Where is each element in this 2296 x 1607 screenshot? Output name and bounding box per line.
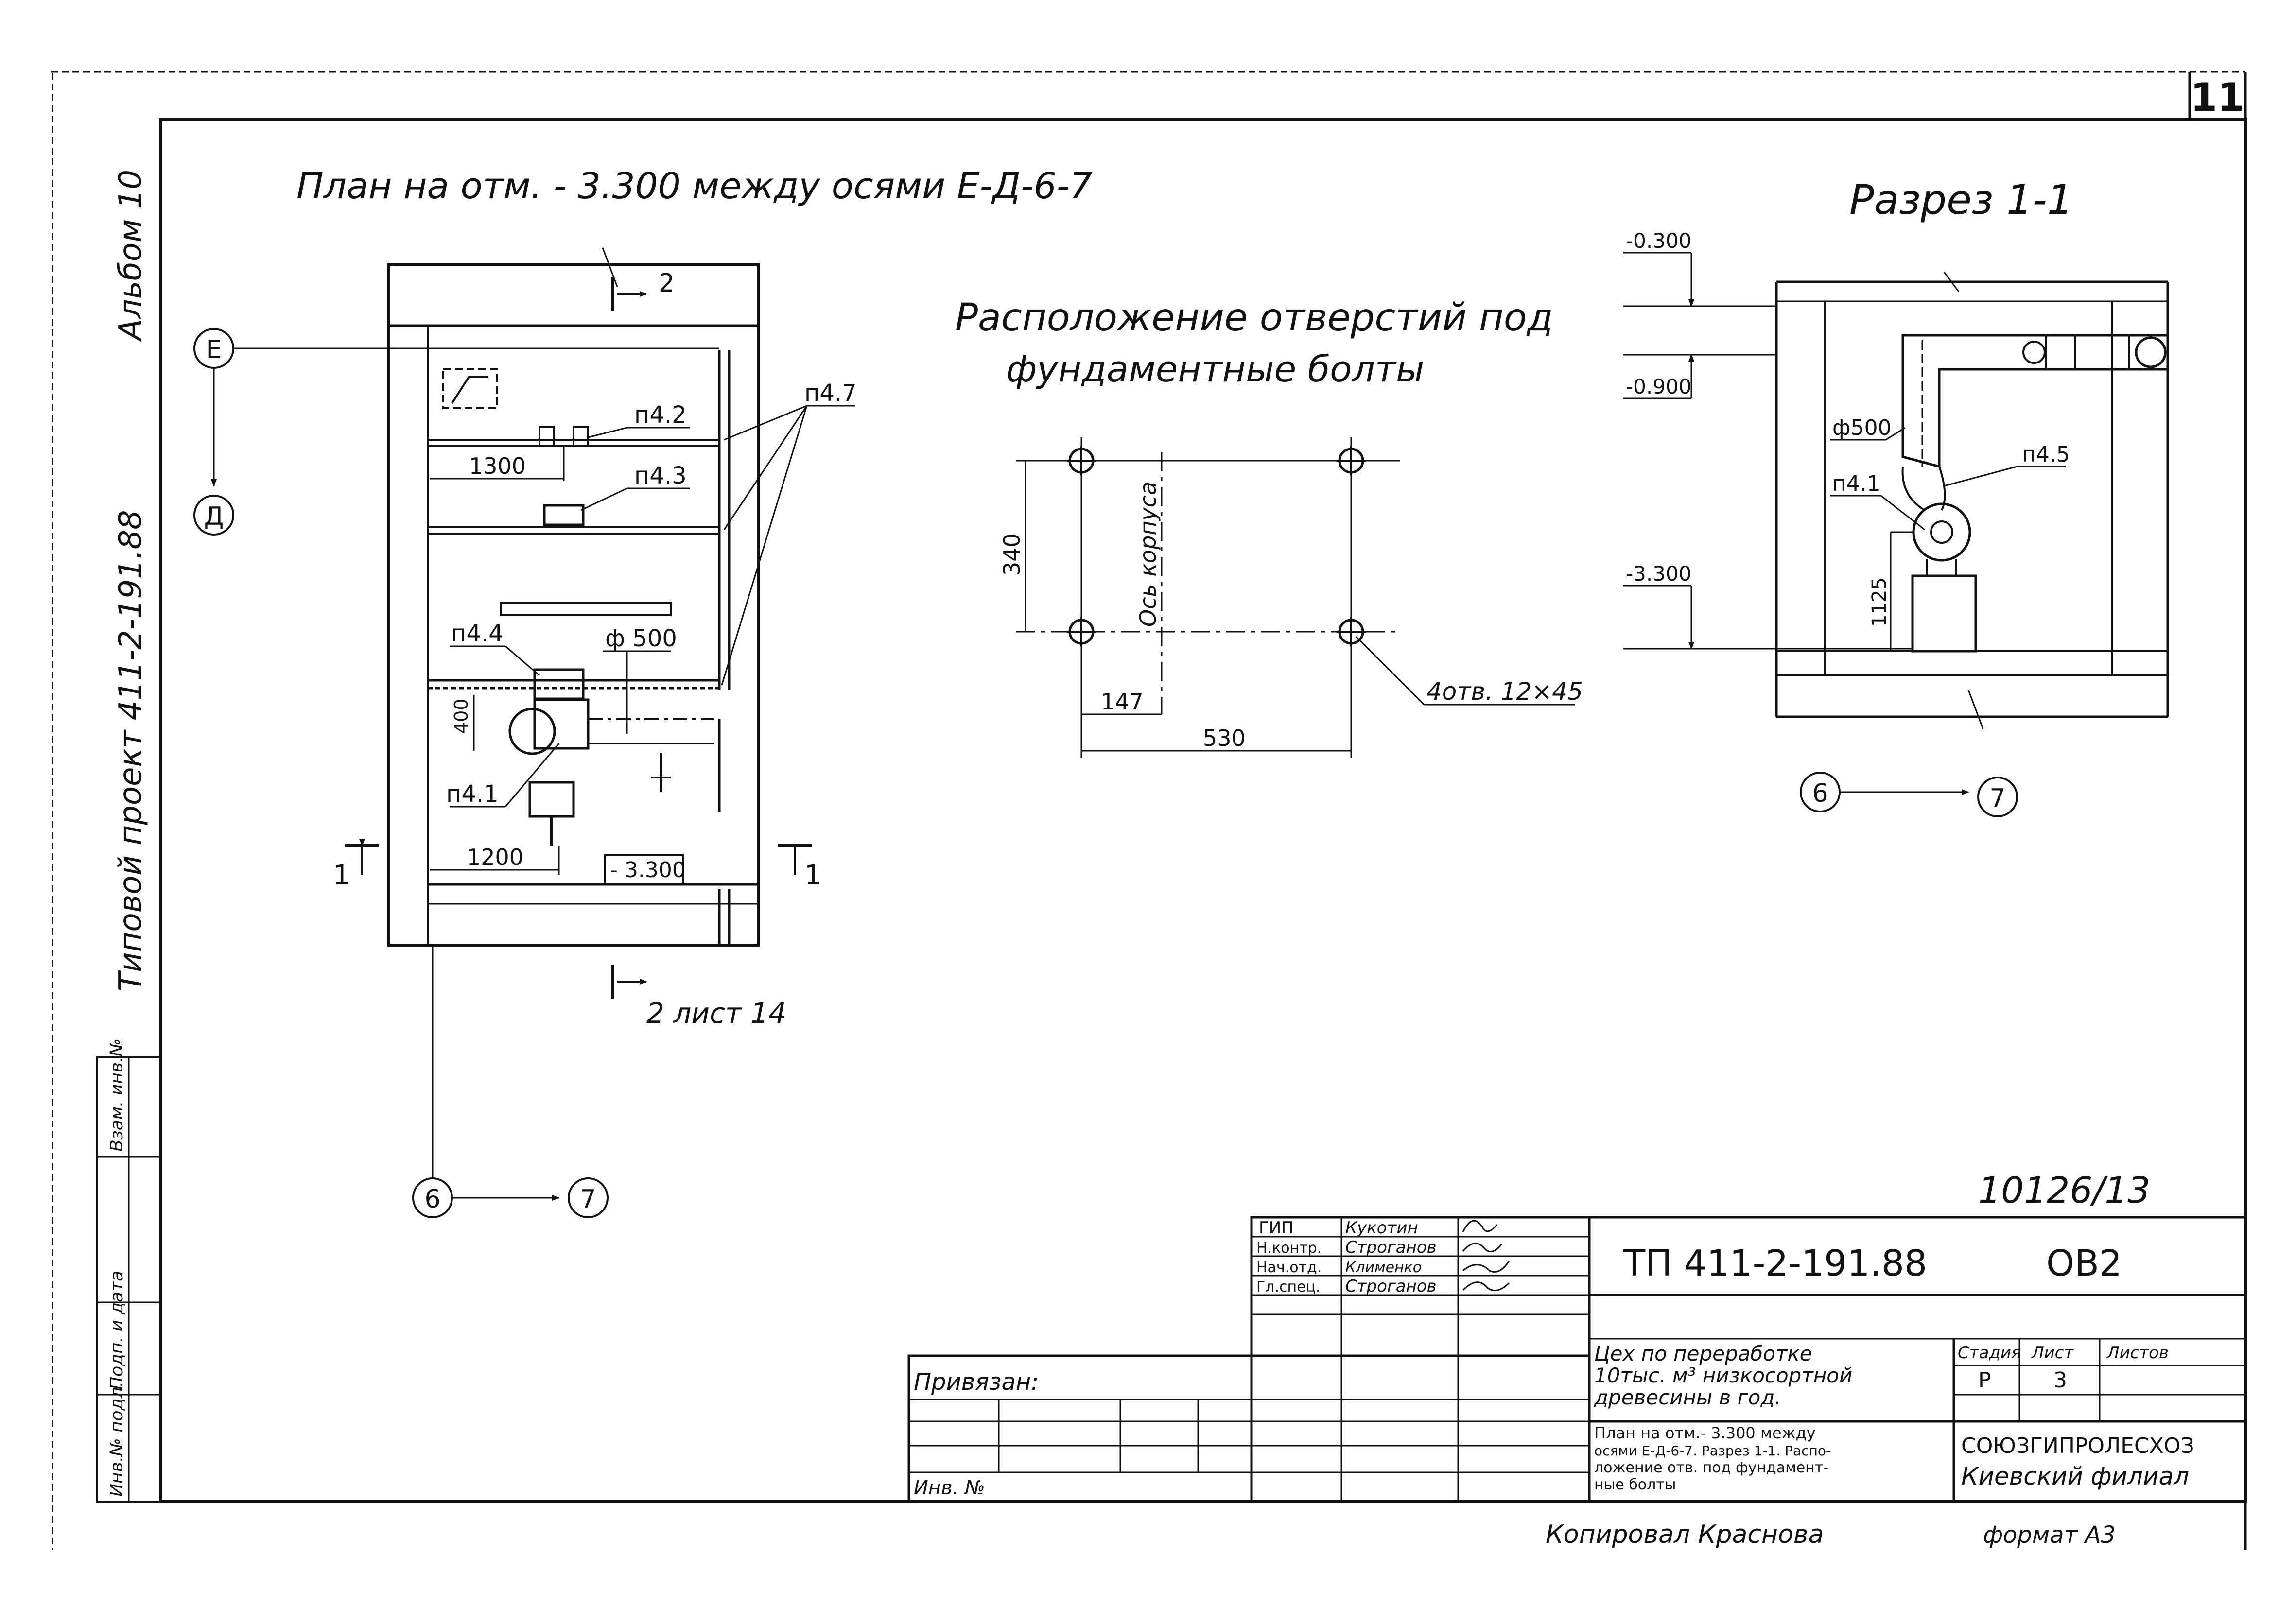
tb-org-2: Киевский филиал — [1961, 1462, 2189, 1490]
tb-sheet-no: 3 — [2053, 1368, 2067, 1393]
title-block — [907, 1216, 2247, 1503]
tb-bound-label: Привязан: — [914, 1368, 1039, 1396]
section-level-1: -0.300 — [1626, 229, 1691, 253]
label-p47: п4.7 — [804, 380, 857, 407]
section-2-bottom-label: 2 лист 14 — [646, 997, 786, 1030]
tb-sheet-title-3: ложение отв. под фундамент- — [1594, 1459, 1828, 1476]
tb-sheets-header: Листов — [2106, 1343, 2169, 1363]
holes-title-line1: Расположение отверстий под — [955, 296, 1553, 340]
tb-code: ТП 411-2-191.88 — [1623, 1243, 1927, 1284]
tb-sheet-header: Лист — [2031, 1343, 2074, 1363]
tb-name-2: Строганов — [1345, 1238, 1437, 1257]
tb-role-2: Н.контр. — [1256, 1240, 1322, 1257]
holes-dim-340: 340 — [999, 533, 1025, 576]
level-3300: - 3.300 — [610, 858, 686, 882]
side-album-label: Альбом 10 — [113, 170, 149, 342]
section-duct — [1901, 334, 2168, 653]
section-dim-1125: 1125 — [1868, 577, 1891, 627]
axis-e-marker — [193, 328, 719, 536]
label-p44: п4.4 — [451, 620, 504, 647]
holes-dim-147: 147 — [1101, 689, 1144, 715]
copied-by: Копировал Краснова — [1546, 1520, 1824, 1549]
holes-note-leader — [1355, 636, 1575, 706]
plan-walls — [387, 247, 760, 947]
dim-400: 400 — [451, 698, 472, 734]
bolt-hole-bottom-right — [1337, 617, 1366, 646]
plan-equipment — [508, 426, 714, 846]
sheet-number: 11 — [2190, 75, 2244, 120]
tb-sheet-title-2: осями Е-Д-6-7. Разрез 1-1. Распо- — [1594, 1443, 1831, 1459]
section-1-left-label: 1 — [333, 860, 350, 891]
section-2-marks — [611, 277, 647, 999]
tb-name-3: Клименко — [1345, 1259, 1422, 1276]
tb-org-1: СОЮЗГИПРОЛЕСХОЗ — [1961, 1434, 2194, 1458]
tb-role-1: ГИП — [1259, 1218, 1294, 1238]
holes-title-line2: фундаментные болты — [1006, 348, 1424, 390]
section-2-top-label: 2 — [659, 269, 675, 298]
holes-axis-label: Ось корпуса — [1135, 482, 1161, 627]
side-project-label: Типовой проект 411-2-191.88 — [113, 510, 149, 991]
section-1-right-label: 1 — [804, 860, 822, 891]
tb-name-4: Строганов — [1345, 1277, 1437, 1296]
label-phi500: ф 500 — [605, 625, 677, 652]
sheet-frame — [51, 71, 2247, 1550]
axis-d-label: Д — [204, 502, 224, 531]
section-levels — [1623, 252, 1913, 651]
bolt-hole-top-left — [1067, 446, 1096, 475]
section-p45: п4.5 — [2022, 442, 2070, 467]
holes-dim-530: 530 — [1203, 725, 1246, 751]
bolt-hole-top-right — [1337, 446, 1366, 475]
tb-role-4: Гл.спец. — [1256, 1279, 1321, 1296]
tb-desc-3: древесины в год. — [1594, 1385, 1781, 1409]
axis-e-label: Е — [206, 335, 222, 364]
holes-layout — [1016, 437, 1400, 758]
side-stamp-inv: Инв.№ подл. — [107, 1382, 127, 1497]
tb-desc-1: Цех по переработке — [1594, 1342, 1812, 1365]
label-p43: п4.3 — [634, 462, 687, 489]
label-p41: п4.1 — [446, 780, 499, 808]
section-axis-marker — [1800, 772, 2018, 817]
section-axis-6: 6 — [1812, 779, 1828, 808]
side-stamp — [96, 1056, 161, 1503]
bolt-hole-bottom-left — [1067, 617, 1096, 646]
tb-name-1: Кукотин — [1345, 1218, 1418, 1238]
label-p42: п4.2 — [634, 401, 687, 429]
tb-signatures — [1462, 1220, 1510, 1292]
plan-ducts — [428, 368, 719, 690]
tb-inv-label: Инв. № — [914, 1477, 985, 1499]
side-stamp-replace: Взам. инв.№ — [107, 1038, 127, 1152]
paper-format: формат А3 — [1983, 1521, 2116, 1549]
plan-title: План на отм. - 3.300 между осями Е-Д-6-7 — [296, 165, 1093, 207]
side-stamp-sign: Подп. и дата — [107, 1271, 127, 1390]
tb-stage: Р — [1978, 1368, 1991, 1393]
axis-6-7-marker — [412, 945, 609, 1218]
section-axis-7: 7 — [1989, 784, 2005, 813]
dim-1300: 1300 — [469, 453, 526, 479]
section-title: Разрез 1-1 — [1849, 176, 2073, 224]
dim-1200: 1200 — [467, 844, 523, 870]
tb-desc-2: 10тыс. м³ низкосортной — [1594, 1364, 1852, 1387]
axis-7-label: 7 — [580, 1185, 596, 1214]
section-p41: п4.1 — [1832, 471, 1880, 496]
plan-leaders — [430, 405, 855, 885]
archive-number: 10126/13 — [1978, 1170, 2151, 1211]
section-walls — [1775, 272, 2169, 729]
section-phi500: ф500 — [1832, 415, 1892, 440]
tb-mark: ОВ2 — [2046, 1243, 2122, 1284]
section-level-2: -0.900 — [1626, 375, 1691, 398]
section-leaders — [1830, 427, 2066, 531]
axis-6-label: 6 — [424, 1185, 440, 1214]
tb-sheet-title-1: План на отм.- 3.300 между — [1594, 1424, 1816, 1442]
tb-sheet-title-4: ные болты — [1594, 1476, 1676, 1493]
tb-role-3: Нач.отд. — [1256, 1259, 1322, 1276]
section-1-marks — [345, 839, 812, 875]
section-level-3: -3.300 — [1626, 562, 1691, 586]
holes-note: 4отв. 12×45 — [1426, 677, 1583, 706]
tb-stage-header: Стадия — [1958, 1343, 2021, 1363]
